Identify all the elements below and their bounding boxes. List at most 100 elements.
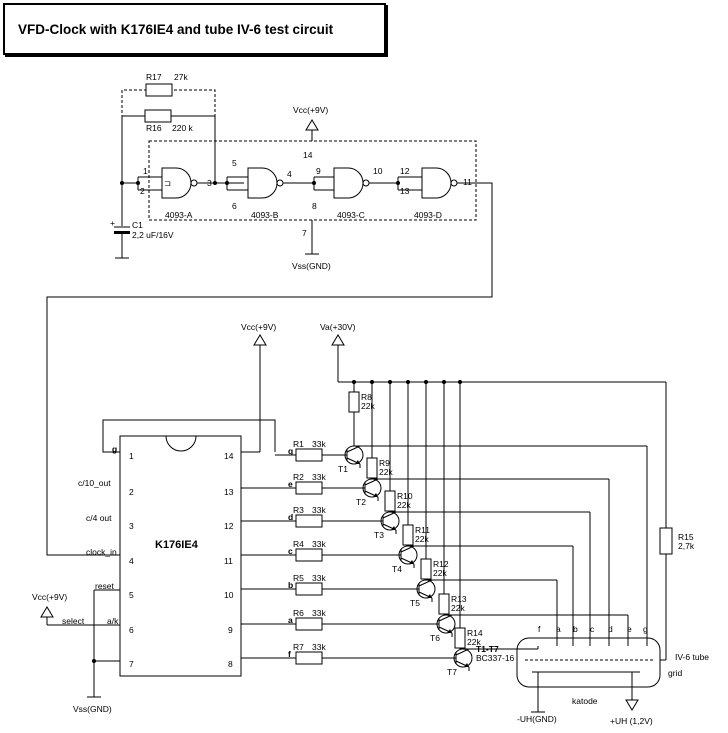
- t17-model-label: BC337-16: [476, 653, 515, 663]
- tube-seg-e: e: [627, 624, 632, 634]
- r16-path: [121, 115, 216, 183]
- ic-pin-4: 4: [129, 556, 134, 566]
- base-r3-name: R3: [293, 505, 304, 515]
- tube-seg-c: c: [590, 624, 595, 634]
- 4093-chip-outline: [148, 140, 477, 221]
- base-r1-name: R1: [293, 439, 304, 449]
- gate-b-nand: [247, 167, 278, 199]
- diagram-title: VFD-Clock with K176IE4 and tube IV-6 tes…: [18, 22, 334, 37]
- ic-pin-8: 8: [228, 659, 233, 669]
- vcc-arrow-ic: [253, 334, 267, 346]
- k176ie4-ic: K176IE4 1 2 3 4 5 6 7 14 13 12 11 10 9 8…: [32, 322, 276, 714]
- ic-pin-3: 3: [129, 521, 134, 531]
- tube-katode-label: katode: [572, 696, 598, 706]
- pullup-r13: [438, 593, 450, 615]
- pullup-r8-name: R8: [361, 392, 372, 402]
- gate-d-pin12: 12: [400, 166, 410, 176]
- gate-a-label: 4093-A: [165, 210, 193, 220]
- r17-dashed-path: [121, 89, 216, 183]
- base-r2-value: 33k: [312, 472, 326, 482]
- iv6-tube: IV-6 tube grid katode -UH(GND) +UH (1,2V…: [516, 637, 709, 726]
- ic-sig-g-left: g: [112, 444, 117, 454]
- pin14-label-osc: 14: [303, 150, 313, 160]
- gate-c-pin9: 9: [316, 166, 321, 176]
- ic-pin-11: 11: [224, 556, 233, 566]
- base-resistor-r1: [295, 448, 323, 462]
- ic-pin-6: 6: [129, 625, 134, 635]
- gate-a-pin2: 2: [140, 186, 145, 196]
- c1-name: C1: [132, 220, 143, 230]
- gate-d-pin11: 11: [463, 177, 472, 187]
- ic-pin-10: 10: [224, 590, 234, 600]
- pullup-r14-name: R14: [467, 628, 483, 638]
- pullup-r12-name: R12: [433, 559, 449, 569]
- ic-right-sig-5: b: [288, 580, 293, 590]
- ic-sig-clock: clock_in: [86, 547, 117, 557]
- base-resistor-r7: [295, 651, 323, 665]
- pullup-r14-value: 22k: [467, 637, 481, 647]
- gate-a-pin1: 1: [143, 166, 148, 176]
- pullup-r10-name: R10: [397, 491, 413, 501]
- r17-value: 27k: [174, 72, 188, 82]
- ic-right-sig-3: d: [288, 512, 293, 522]
- ic-pin-9: 9: [228, 625, 233, 635]
- ic-right-sig-6: a: [288, 615, 293, 625]
- ic-notch: [165, 435, 197, 452]
- r16-resistor: [144, 109, 172, 123]
- pullup-r10-value: 22k: [397, 500, 411, 510]
- base-r7-value: 33k: [312, 642, 326, 652]
- tube-seg-f: f: [538, 624, 541, 634]
- ic-name: K176IE4: [155, 539, 199, 551]
- vss-label-osc: Vss(GND): [292, 261, 331, 271]
- oscillator: R17 27k R16 220 k + C1 2,2 uF/16V ⊐ 1 2 …: [46, 72, 493, 556]
- ic-right-sig-4: c: [288, 546, 293, 556]
- gate-c-pin10: 10: [373, 166, 383, 176]
- base-resistor-r4: [295, 548, 323, 562]
- r16-name: R16: [146, 123, 162, 133]
- ic-pin-7: 7: [129, 659, 134, 669]
- gate-b-pin6: 6: [232, 201, 237, 211]
- ic-right-sig-1: g: [288, 446, 293, 456]
- r15-resistor: [659, 527, 673, 555]
- base-r7-name: R7: [293, 642, 304, 652]
- transistor-t6-label: T6: [430, 633, 440, 643]
- pullup-r13-value: 22k: [451, 603, 465, 613]
- tube-seg-g: g: [643, 624, 648, 634]
- base-r4-name: R4: [293, 539, 304, 549]
- va-label: Va(+30V): [320, 322, 356, 332]
- pullup-r14: [454, 627, 466, 649]
- gate-d-label: 4093-D: [414, 210, 442, 220]
- gate-c-nand: [333, 167, 364, 199]
- vss-label-ic: Vss(GND): [73, 704, 112, 714]
- ic-right-sig-7: f: [288, 649, 291, 659]
- tube-seg-b: b: [573, 624, 578, 634]
- title-box: VFD-Clock with K176IE4 and tube IV-6 tes…: [3, 3, 386, 55]
- katode-pos-label: +UH (1,2V): [610, 716, 653, 726]
- gate-d-pin13: 13: [400, 186, 410, 196]
- tube-body: [516, 637, 661, 688]
- pullup-r12-value: 22k: [433, 568, 447, 578]
- ic-pin-13: 13: [224, 487, 234, 497]
- c1-polarity: +: [110, 218, 115, 228]
- transistor-t4-label: T4: [392, 564, 402, 574]
- r17-name: R17: [146, 72, 162, 82]
- c1-value: 2,2 uF/16V: [132, 230, 174, 240]
- vcc-select-arrow: [40, 606, 54, 618]
- base-r2-name: R2: [293, 472, 304, 482]
- transistor-t3-label: T3: [374, 530, 384, 540]
- ic-sig-ak: a/k: [107, 616, 119, 626]
- pullup-r12: [420, 558, 432, 580]
- base-resistor-r5: [295, 582, 323, 596]
- gate-c-bubble: [362, 179, 370, 187]
- vcc-arrow-osc: [305, 119, 319, 131]
- gate-b-pin4: 4: [287, 169, 292, 179]
- ic-pin-5: 5: [129, 590, 134, 600]
- pullup-r10: [384, 490, 396, 512]
- base-resistor-r2: [295, 481, 323, 495]
- ic-pin-1: 1: [129, 451, 134, 461]
- base-resistor-r6: [295, 617, 323, 631]
- r15-value: 2,7k: [678, 541, 695, 551]
- base-r6-name: R6: [293, 608, 304, 618]
- r16-value: 220 k: [172, 123, 194, 133]
